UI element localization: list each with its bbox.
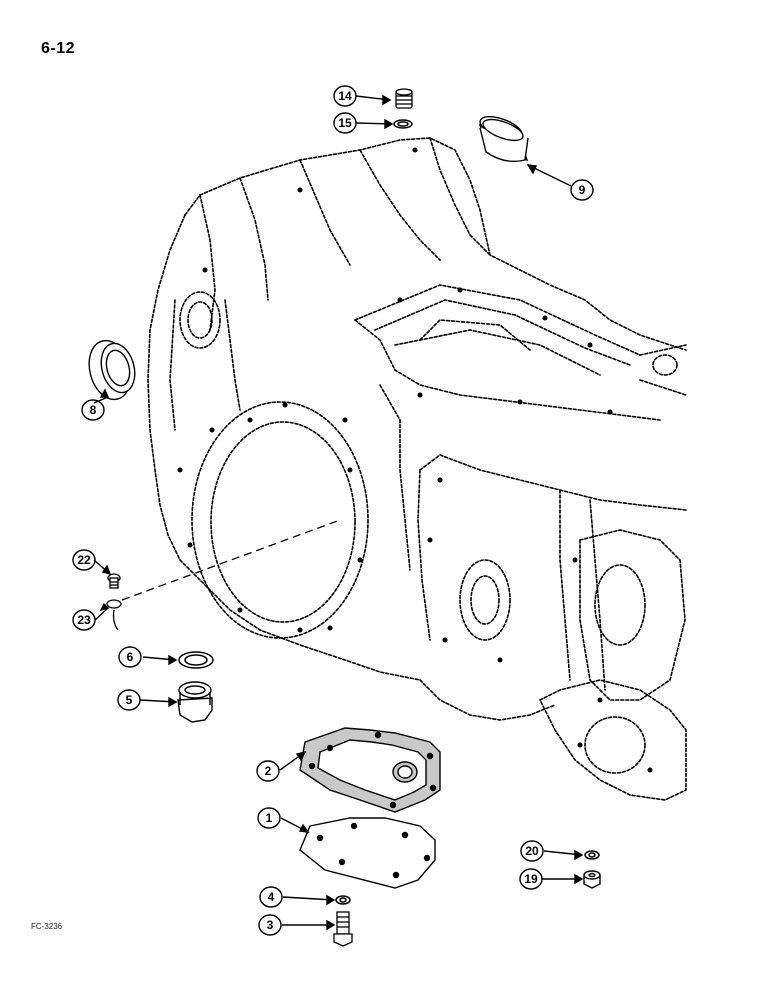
callout-label-8: 8 (90, 403, 97, 417)
callout-circle-8 (81, 399, 105, 421)
figure-code: FC-3236 (31, 922, 63, 931)
part-plug-14 (395, 88, 413, 109)
callout-circle-2 (256, 760, 280, 782)
callout-label-14: 14 (338, 89, 352, 103)
part-plate-1 (299, 817, 436, 889)
callout-label-19: 19 (524, 872, 538, 886)
part-seal-8 (88, 339, 136, 401)
part-washer-20 (584, 850, 600, 860)
callout-labels: 14 15 9 8 22 23 6 5 2 1 20 19 4 3 (77, 89, 585, 932)
callout-circle-20 (520, 840, 544, 862)
callout-label-20: 20 (525, 844, 539, 858)
callout-label-1: 1 (266, 811, 273, 825)
callout-circle-4 (259, 886, 283, 908)
callout-circle-6 (118, 646, 142, 668)
callout-circle-5 (117, 689, 141, 711)
callout-label-5: 5 (126, 693, 133, 707)
callout-label-4: 4 (268, 890, 275, 904)
callout-circle-14 (333, 85, 357, 107)
callout-circle-3 (258, 914, 282, 936)
callout-label-15: 15 (338, 116, 352, 130)
callout-circle-22 (72, 549, 96, 571)
transmission-housing (147, 137, 687, 801)
part-gasket-2 (299, 727, 441, 813)
part-screw-22 (107, 573, 121, 589)
leader-dash-23 (121, 519, 341, 601)
housing-bolt-holes (177, 147, 653, 773)
callout-circle-9 (570, 179, 594, 201)
part-washer-15 (393, 119, 413, 129)
callout-circle-23 (72, 609, 96, 631)
part-cap-9 (478, 115, 529, 163)
callouts (72, 85, 594, 936)
part-nut-19 (583, 870, 601, 889)
callout-label-6: 6 (127, 650, 134, 664)
part-washer-6 (178, 651, 214, 669)
page-number: 6-12 (41, 40, 76, 57)
callout-label-3: 3 (267, 918, 274, 932)
callout-circle-19 (519, 868, 543, 890)
callout-label-2: 2 (265, 764, 272, 778)
callout-label-22: 22 (77, 553, 91, 567)
part-plug-5 (177, 681, 213, 723)
callout-circle-15 (333, 112, 357, 134)
part-washer-23 (106, 599, 122, 631)
callout-label-9: 9 (579, 183, 586, 197)
part-washer-4 (335, 895, 351, 905)
callout-circle-1 (257, 807, 281, 829)
callout-label-23: 23 (77, 613, 91, 627)
part-bolt-3 (333, 911, 353, 947)
